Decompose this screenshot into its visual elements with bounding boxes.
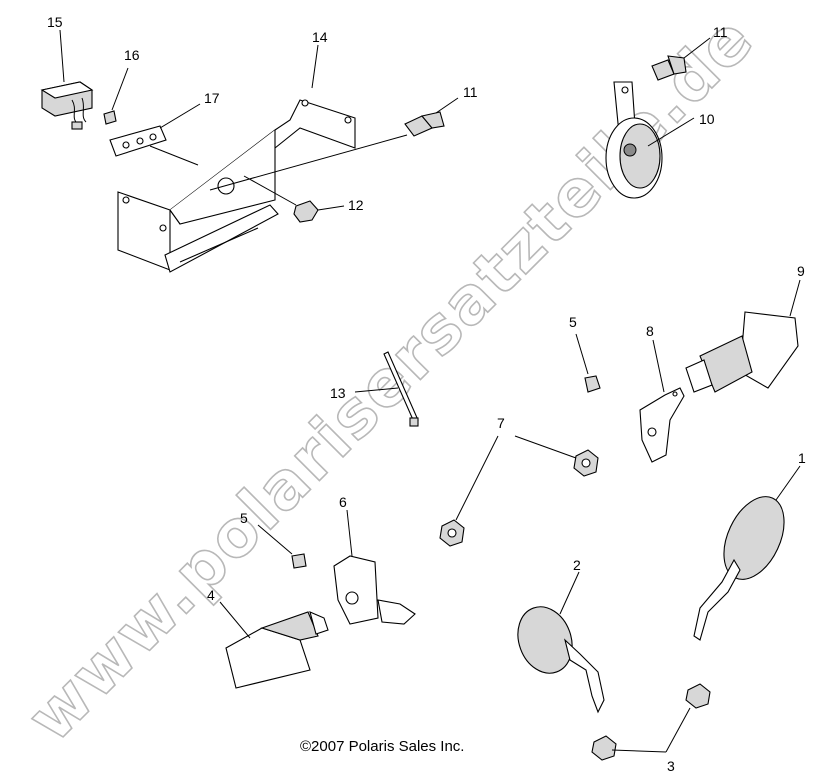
callout-17: 17 [204, 90, 220, 106]
part-3-nut-lower [591, 735, 617, 761]
leader-17b [149, 145, 199, 166]
part-4-turn-signal [225, 611, 329, 689]
callout-11b: 11 [713, 24, 728, 40]
leader-17 [159, 103, 201, 129]
part-5-screw-right [584, 375, 601, 393]
part-11-bolt-upper-left [404, 111, 445, 137]
watermark: www.polarisersatzteile.de [14, 2, 768, 756]
leader-7b [455, 435, 499, 521]
part-16-grommet [103, 110, 117, 125]
leader-7a [514, 435, 577, 459]
part-15-tail-light [40, 81, 94, 130]
part-1-mirror [693, 496, 785, 641]
part-9-turn-signal [685, 311, 799, 393]
leader-6 [346, 509, 353, 557]
leader-5b [257, 524, 293, 555]
leader-15 [59, 29, 65, 83]
leader-5a [575, 333, 589, 375]
part-5-screw-left [291, 553, 307, 569]
callout-16: 16 [124, 47, 140, 63]
callout-1: 1 [798, 450, 806, 466]
leader-11a [435, 97, 459, 114]
part-14-bracket [117, 99, 356, 273]
copyright-caption: ©2007 Polaris Sales Inc. [300, 738, 464, 755]
leader-1 [775, 465, 801, 501]
callout-15: 15 [47, 14, 63, 30]
leader-4 [219, 601, 251, 639]
leader-16 [111, 67, 129, 111]
part-17-plate [109, 125, 167, 157]
leader-12b [243, 175, 297, 206]
leader-8 [652, 339, 665, 393]
leader-10 [647, 117, 695, 147]
part-10-horn [605, 81, 663, 199]
callout-4: 4 [207, 587, 215, 603]
part-11-bolt-upper-right [651, 55, 687, 81]
leader-3a [665, 707, 691, 753]
callout-7: 7 [497, 415, 505, 431]
leader-11b [683, 37, 711, 59]
callout-10: 10 [699, 111, 715, 127]
leader-9 [789, 279, 801, 317]
callout-2: 2 [573, 557, 581, 573]
leader-11a-b [209, 134, 408, 191]
part-6-bracket [333, 555, 416, 625]
callout-5a: 5 [569, 314, 577, 330]
callout-11a: 11 [463, 84, 478, 100]
callout-9: 9 [797, 263, 805, 279]
part-8-bracket [639, 387, 685, 463]
part-7-nut-lower [439, 519, 465, 547]
leader-2 [559, 571, 580, 615]
callout-3: 3 [667, 758, 675, 774]
part-3-nut-upper [685, 683, 711, 709]
part-13-cable-tie [383, 351, 419, 427]
callout-5b: 5 [240, 510, 248, 526]
callout-14: 14 [312, 29, 328, 45]
leader-13 [354, 387, 399, 393]
callout-6: 6 [339, 494, 347, 510]
part-7-nut-upper [573, 449, 599, 477]
part-12-nut [293, 200, 319, 223]
callout-13: 13 [330, 385, 346, 401]
leader-14 [311, 44, 319, 89]
part-2-mirror [517, 606, 605, 714]
callout-12: 12 [348, 197, 364, 213]
callout-8: 8 [646, 323, 654, 339]
leader-3b [611, 749, 667, 753]
leader-12 [317, 205, 345, 211]
